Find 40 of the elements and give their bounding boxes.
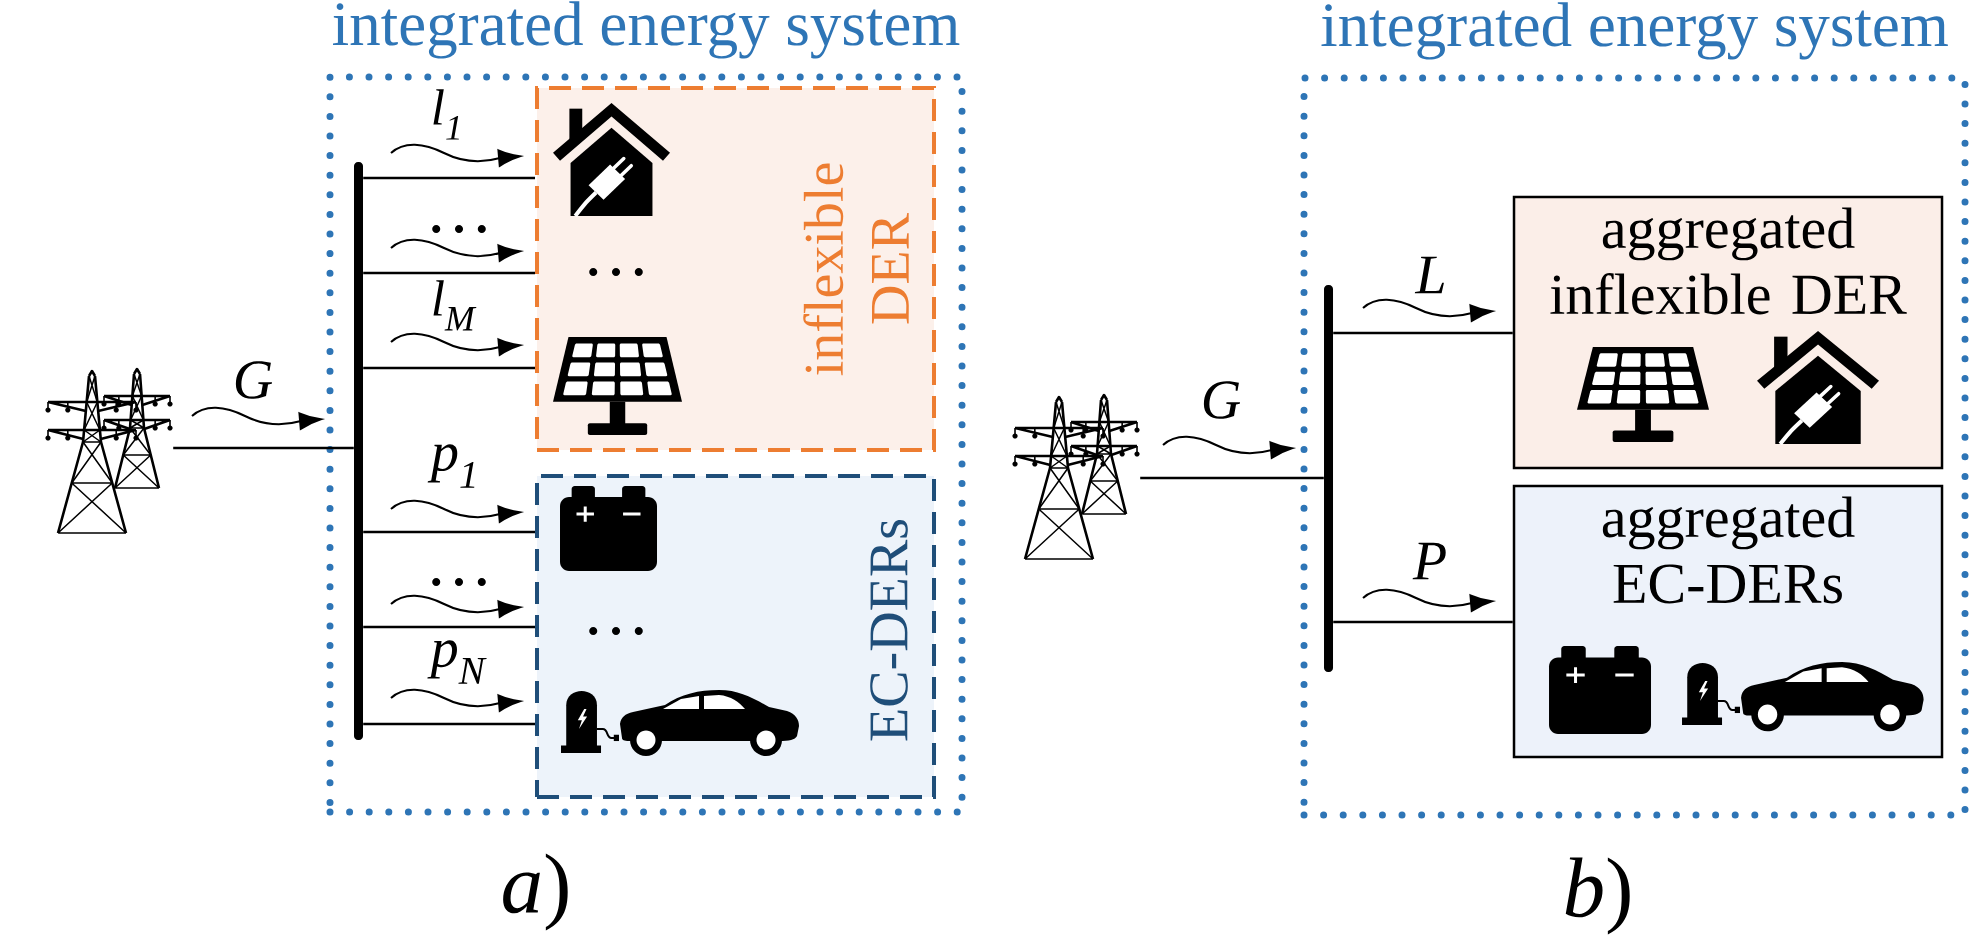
edge-label: l$_{1}$ xyxy=(433,89,459,140)
edge-label: L xyxy=(1414,256,1444,294)
solar-panel-icon xyxy=(553,337,682,435)
ellipsis: … xyxy=(589,268,643,276)
connector xyxy=(363,530,535,534)
edge-label: … xyxy=(432,225,486,233)
edge-label: G xyxy=(1203,381,1241,419)
solar-panel-icon xyxy=(1577,347,1709,442)
connector xyxy=(1140,476,1324,480)
connector xyxy=(363,625,535,629)
charging-station-icon xyxy=(1682,662,1740,725)
connector xyxy=(363,271,535,275)
connector xyxy=(363,176,535,180)
battery-icon xyxy=(1549,646,1651,734)
edge-label: p$_{1}$ xyxy=(427,444,475,488)
edge-label: p$_{N}$ xyxy=(427,640,487,684)
node-label: integrated energy system xyxy=(1321,2,1948,60)
connector xyxy=(363,722,535,726)
edge-label: … xyxy=(432,578,486,586)
edge-label: P xyxy=(1412,542,1446,580)
busbar xyxy=(354,162,363,740)
ellipsis: … xyxy=(589,627,643,635)
panel-label: b) xyxy=(1565,857,1630,935)
car-icon xyxy=(1741,662,1924,732)
connector xyxy=(1333,331,1513,335)
panel-label: a) xyxy=(503,853,568,931)
connector xyxy=(173,446,354,450)
battery-icon xyxy=(560,486,657,571)
busbar xyxy=(1324,285,1333,672)
connector xyxy=(363,366,535,370)
connector xyxy=(1333,620,1513,624)
transmission-tower-icon xyxy=(45,367,173,535)
edge-label: G xyxy=(235,361,272,399)
transmission-tower-icon xyxy=(1012,393,1140,561)
car-icon xyxy=(620,690,799,756)
node-label: integrated energy system xyxy=(333,1,960,59)
edge-label: l$_{M}$ xyxy=(433,280,477,331)
house-plug-icon xyxy=(1757,331,1879,446)
house-plug-icon xyxy=(553,103,670,218)
charging-station-icon xyxy=(561,690,619,753)
